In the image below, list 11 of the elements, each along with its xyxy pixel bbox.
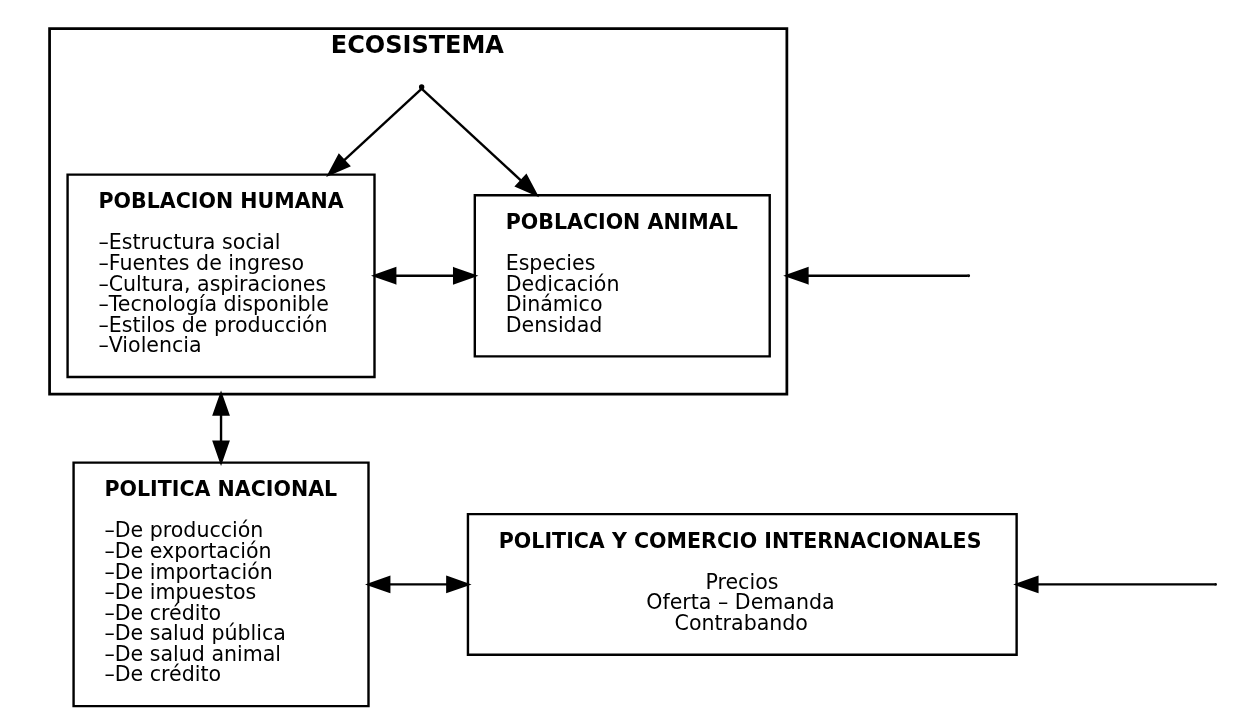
- arrow: [783, 266, 968, 285]
- node-box: POBLACION HUMANA –Estructura social –Fuentes de ingreso –Cultura, aspiraciones –Tecnología disponible –Estilos de producción –Violencia: [66, 173, 376, 379]
- arrow: [420, 88, 540, 198]
- arrow: [365, 575, 472, 594]
- node-box: POLITICA NACIONAL –De producción –De exportación –De importación –De impuestos –De crédito –De salud pública –De salud animal –De crédito: [72, 461, 370, 708]
- arrow: [212, 390, 230, 466]
- node-box: POBLACION ANIMAL Especies Dedicación Dinámico Densidad: [473, 194, 771, 358]
- arrow: [326, 88, 423, 177]
- arrow: [1013, 575, 1215, 594]
- node-box: POLITICA Y COMERCIO INTERNACIONALES Precios Oferta – Demanda Contrabando: [466, 512, 1018, 656]
- arrow: [371, 266, 479, 285]
